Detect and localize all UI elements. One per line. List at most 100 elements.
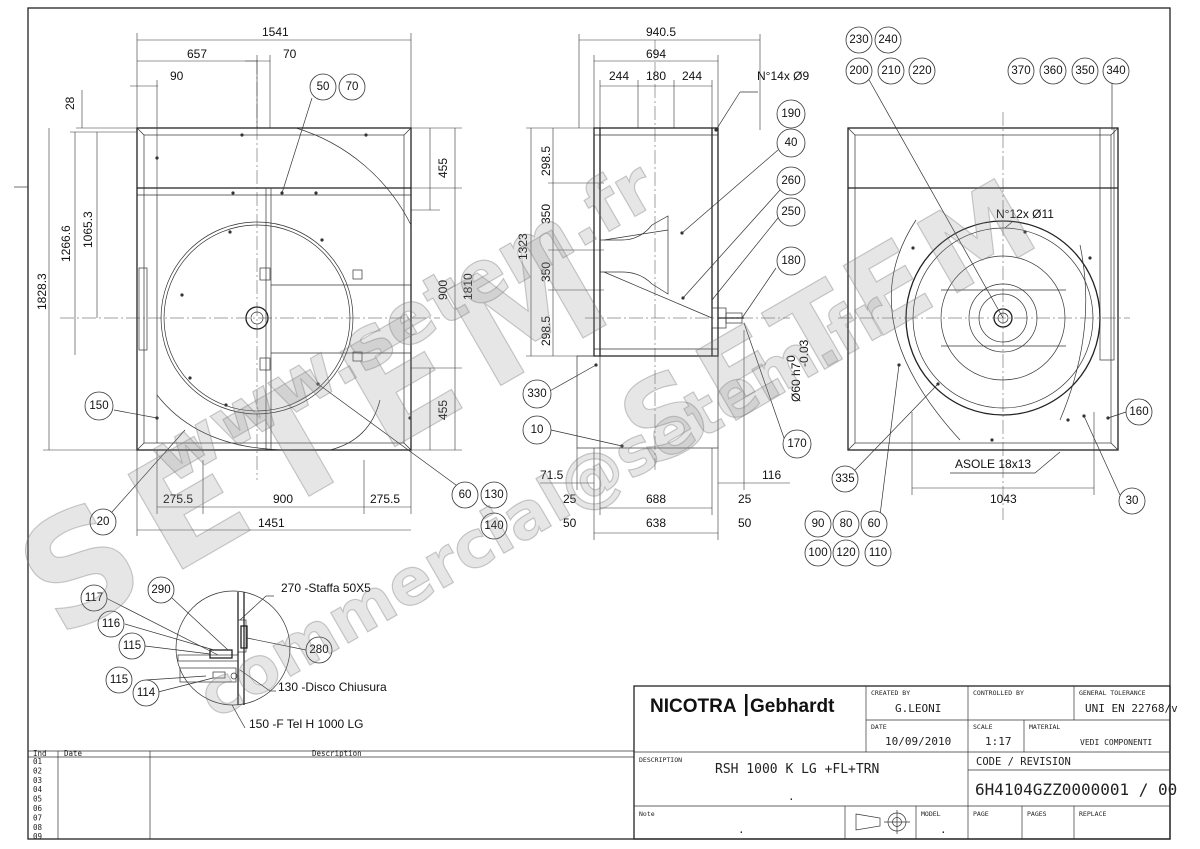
svg-text:130: 130	[484, 489, 503, 501]
svg-text:114: 114	[137, 687, 156, 699]
revision-row-index: 07	[33, 813, 42, 822]
svg-text:170: 170	[787, 438, 806, 450]
svg-text:340: 340	[1106, 65, 1125, 77]
svg-text:200: 200	[849, 65, 868, 77]
dim-657: 657	[187, 47, 207, 61]
svg-text:80: 80	[840, 518, 853, 530]
balloon-160: 160	[1125, 398, 1153, 426]
svg-text:330: 330	[527, 388, 546, 400]
svg-text:150: 150	[89, 400, 108, 412]
svg-text:260: 260	[781, 175, 800, 187]
dim-180: 180	[646, 69, 666, 83]
note-value: .	[738, 823, 745, 836]
note-label: Note	[639, 810, 655, 818]
revision-row-index: 01	[33, 757, 42, 766]
label-tolerance-lower: -0.03	[797, 339, 811, 367]
dim-28: 28	[63, 96, 77, 110]
model-label: MODEL	[921, 810, 941, 818]
balloon-335: 335	[831, 465, 859, 493]
balloon-60-front: 60	[451, 481, 479, 509]
balloon-290: 290	[147, 576, 175, 604]
svg-text:60: 60	[868, 518, 881, 530]
svg-text:60: 60	[459, 489, 472, 501]
balloon-50: 50	[309, 73, 337, 101]
balloon-140: 140	[480, 512, 508, 540]
svg-text:30: 30	[1126, 495, 1139, 507]
dim-298-5-top: 298.5	[539, 146, 553, 176]
svg-text:190: 190	[781, 108, 800, 120]
balloon-260: 260	[776, 166, 806, 196]
svg-text:370: 370	[1011, 65, 1030, 77]
dim-244-left: 244	[609, 69, 629, 83]
date-label: DATE	[871, 723, 887, 731]
label-shaft-diameter: Ø60 h7	[789, 362, 803, 402]
front-view: 1541 657 70 90 28 1266.6 1065.3 1828.3 4…	[35, 25, 508, 540]
balloon-170: 170	[782, 429, 812, 459]
dim-900-vertical: 900	[436, 280, 450, 300]
dim-70: 70	[283, 47, 297, 61]
created-by-label: CREATED BY	[871, 689, 910, 697]
svg-text:180: 180	[781, 255, 800, 267]
balloon-60-rear: 60	[860, 510, 888, 538]
svg-text:350: 350	[1075, 65, 1094, 77]
balloon-120: 120	[832, 539, 860, 567]
balloon-340: 340	[1102, 57, 1130, 85]
scale-label: SCALE	[973, 723, 993, 731]
dim-116: 116	[762, 468, 781, 482]
dim-71-5: 71.5	[540, 468, 564, 482]
balloon-240: 240	[874, 26, 902, 54]
logo-gebhardt: Gebhardt	[750, 696, 835, 717]
dim-1451: 1451	[258, 516, 285, 530]
svg-text:115: 115	[123, 640, 141, 652]
label-slots: ASOLE 18x13	[955, 457, 1031, 471]
revision-row-index: 06	[33, 804, 43, 813]
dim-1266-6: 1266.6	[59, 225, 73, 262]
svg-text:290: 290	[151, 584, 170, 596]
balloon-230: 230	[845, 26, 873, 54]
balloon-150: 150	[84, 391, 114, 421]
revision-row-index: 05	[33, 795, 42, 804]
revision-row-index: 03	[33, 776, 42, 785]
dim-275-5-left: 275.5	[163, 492, 193, 506]
svg-text:240: 240	[878, 34, 897, 46]
svg-text:50: 50	[317, 81, 330, 93]
description-label: DESCRIPTION	[639, 756, 682, 764]
balloon-114: 114	[132, 679, 160, 707]
balloon-115-upper: 115	[118, 632, 146, 660]
code-revision-value: 6H4104GZZ0000001 / 00	[975, 780, 1177, 799]
revision-row-index: 08	[33, 823, 43, 832]
label-tolerance-upper: 0	[784, 355, 798, 362]
balloon-370: 370	[1007, 57, 1035, 85]
general-tolerance-label: GENERAL TOLERANCE	[1079, 689, 1146, 697]
material-value: VEDI COMPONENTI	[1080, 738, 1152, 747]
revision-header-date: Date	[64, 749, 83, 758]
svg-text:117: 117	[85, 592, 103, 604]
balloon-130: 130	[480, 481, 508, 509]
logo-separator	[745, 694, 748, 716]
general-tolerance-value: UNI EN 22768/v	[1085, 702, 1178, 715]
balloon-115-lower: 115	[105, 666, 133, 694]
revision-row-index: 04	[33, 785, 43, 794]
dim-25-left: 25	[563, 492, 577, 506]
dim-25-right: 25	[738, 492, 752, 506]
dim-1541: 1541	[262, 25, 289, 39]
date-value: 10/09/2010	[885, 735, 951, 748]
page-label: PAGE	[973, 810, 989, 818]
svg-text:90: 90	[812, 518, 825, 530]
balloon-117: 117	[80, 584, 108, 612]
balloon-110: 110	[864, 539, 892, 567]
code-revision-label: CODE / REVISION	[976, 756, 1071, 768]
dim-275-5-right: 275.5	[370, 492, 400, 506]
label-holes-14: N°14x Ø9	[757, 69, 809, 83]
scale-value: 1:17	[985, 735, 1012, 748]
material-label: MATERIAL	[1029, 723, 1060, 731]
rear-view: N°12x Ø11 ASOLE 18x13 1043 230 240 200 2…	[804, 26, 1153, 567]
title-block: NICOTRA Gebhardt CREATED BY G.LEONI CONT…	[633, 685, 1178, 840]
replace-label: REPLACE	[1079, 810, 1106, 818]
balloon-210: 210	[877, 57, 905, 85]
dim-50-left: 50	[563, 516, 577, 530]
description-value-2: .	[788, 790, 795, 803]
dim-694: 694	[646, 47, 666, 61]
svg-text:160: 160	[1129, 406, 1148, 418]
